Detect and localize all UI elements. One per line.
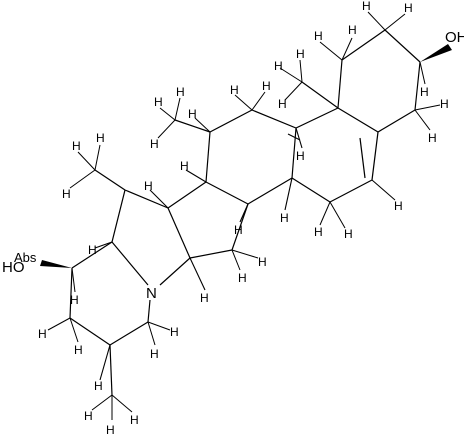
h-label: H [404,1,413,15]
h-label: H [150,347,159,361]
h-label: H [130,413,139,427]
h-label: H [176,85,185,99]
h-label: H [344,227,353,241]
h-label: H [180,159,189,173]
h-label: H [88,243,97,257]
nitrogen-label: N [146,285,157,302]
ho-left-label: HO [2,259,25,276]
hydrogen-bonds [47,11,441,420]
h-label: H [314,29,323,43]
h-label: H [234,223,243,237]
substituent-bonds [94,81,339,396]
h-label: H [200,291,209,305]
h-label: H [188,107,197,121]
h-label: H [296,47,305,61]
h-label: H [394,199,403,213]
h-label: H [84,409,93,423]
h-label: H [278,97,287,111]
oh-top-label: OH [445,29,464,46]
h-label: H [362,0,371,13]
h-label: H [96,131,105,145]
h-label: H [348,23,357,37]
h-label: H [230,83,239,97]
h-label: H [258,255,267,269]
h-label: H [150,137,159,151]
h-label: H [296,149,305,163]
h-label: H [94,379,103,393]
abs-label: Abs [14,250,37,265]
h-label: H [440,97,449,111]
h-label: H [62,187,71,201]
h-label: H [238,271,247,285]
h-label: H [38,327,47,341]
h-label: H [280,211,289,225]
stereo-bonds [40,44,452,381]
hydrogen-labels: H H H H H H H H H H H H H H H H H H H H … [38,0,449,437]
h-label: H [420,85,429,99]
h-label: H [428,131,437,145]
skeleton-bonds [69,29,421,346]
h-label: H [154,95,163,109]
h-label: H [72,139,81,153]
atom-labels: OH N HO Abs [2,29,464,302]
h-label: H [106,423,115,437]
h-label: H [144,179,153,193]
h-label: H [274,59,283,73]
h-label: H [70,293,79,307]
double-bond [359,137,366,179]
h-label: H [74,343,83,357]
h-label: H [314,225,323,239]
h-label: H [170,325,179,339]
h-label: H [262,79,271,93]
